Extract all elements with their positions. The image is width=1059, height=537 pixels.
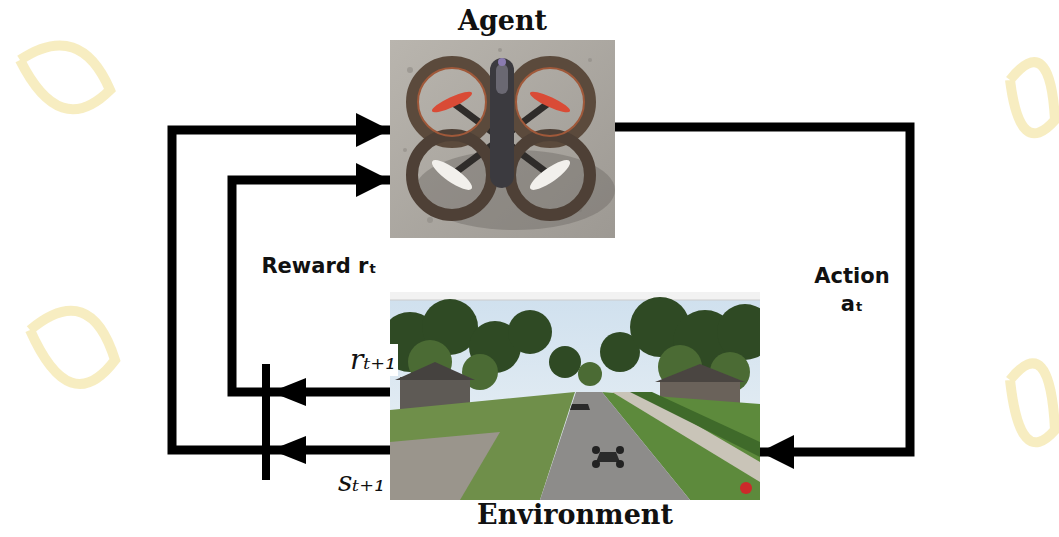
agent-node: Agent bbox=[390, 6, 615, 238]
flow-arrow bbox=[172, 130, 390, 450]
edge-label: Reward rₜ bbox=[242, 252, 396, 280]
junction-arrowhead bbox=[271, 436, 306, 464]
junction-bar bbox=[262, 364, 270, 480]
environment-node: Environment bbox=[390, 292, 760, 530]
junction-arrowhead bbox=[271, 378, 306, 406]
picture-space bbox=[390, 292, 760, 500]
node-title: Agent bbox=[390, 6, 615, 36]
edge-label: Action aₜ bbox=[808, 262, 896, 318]
simulator-screenshot bbox=[390, 292, 760, 500]
picture-space bbox=[390, 40, 615, 238]
node-title: Environment bbox=[390, 500, 760, 530]
signal-label: sₜ₊₁ bbox=[336, 466, 387, 498]
drone-picture bbox=[390, 40, 615, 238]
gap bbox=[390, 36, 615, 40]
signal-label: rₜ₊₁ bbox=[348, 344, 398, 376]
